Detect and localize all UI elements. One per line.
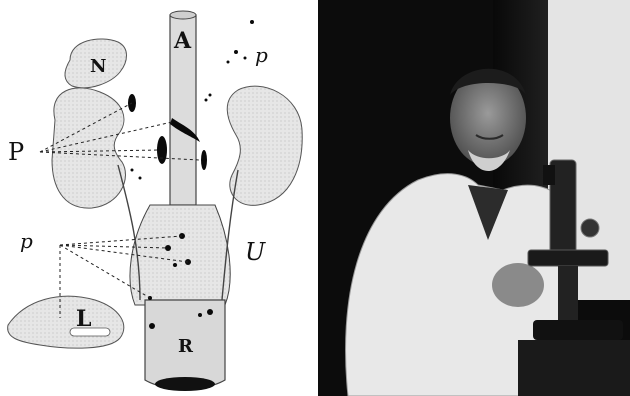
photo-svg [318,0,630,396]
lower-left-organ-shape [8,296,124,348]
label-ureter: U [245,238,266,266]
diagram-svg: A N P p p U L R [0,0,318,396]
anatomical-diagram: A N P p p U L R [0,0,318,396]
label-adrenal: N [90,56,106,77]
portrait-photo [318,0,630,396]
right-kidney-shape [227,86,302,205]
label-paraganglia-lower: p [20,229,33,253]
label-liver: L [76,306,91,332]
label-aorta: A [173,28,192,54]
bladder-shape [130,205,230,305]
label-rectum: R [178,336,194,357]
label-paraganglia-scattered: p [255,43,268,67]
label-paraganglia-upper: P [8,138,24,166]
left-kidney-shape [52,88,125,208]
